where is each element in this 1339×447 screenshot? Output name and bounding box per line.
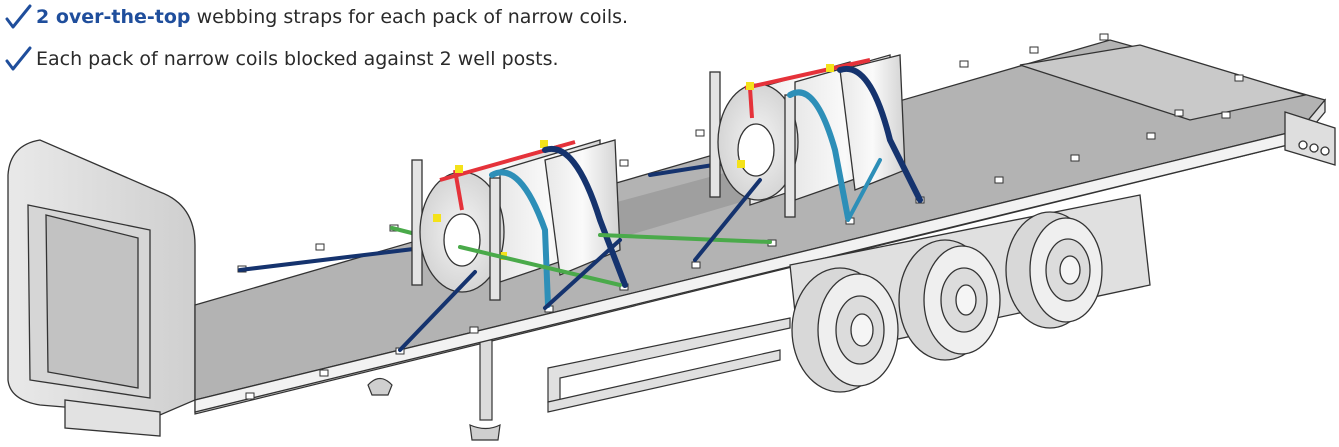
- wheel: [791, 267, 899, 393]
- bullet-rest: webbing straps for each pack of narrow c…: [190, 6, 629, 28]
- bullet-text: Each pack of narrow coils blocked agains…: [36, 48, 559, 70]
- bullet-text: 2 over-the-top webbing straps for each p…: [36, 6, 628, 28]
- checkmark-icon: [5, 46, 32, 71]
- strap-set-pack-2-front: [693, 65, 923, 262]
- bullet-item-straps: 2 over-the-top webbing straps for each p…: [0, 0, 628, 34]
- wheel: [898, 239, 1001, 361]
- wheel: [1005, 211, 1103, 329]
- headboard: [7, 139, 196, 437]
- bullet-item-posts: Each pack of narrow coils blocked agains…: [0, 42, 559, 76]
- coil-pack-2: [709, 54, 906, 218]
- bullet-highlight: 2 over-the-top: [36, 6, 191, 28]
- strap-set-pack-1-front: [398, 145, 772, 352]
- checkmark-icon: [5, 4, 32, 29]
- wheel-set: [789, 194, 1151, 393]
- bullet-rest: Each pack of narrow coils blocked agains…: [36, 48, 559, 70]
